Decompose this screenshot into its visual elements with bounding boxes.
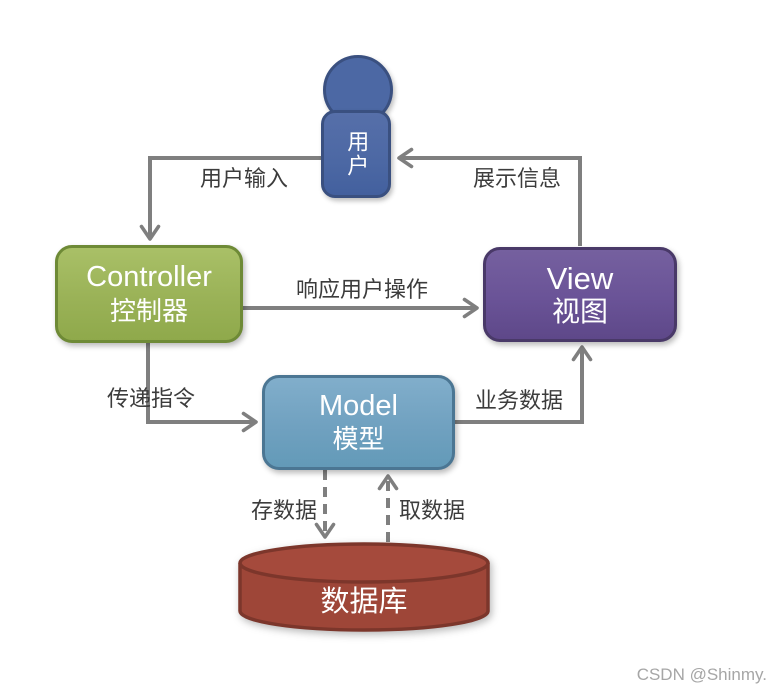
edge-label-store-data: 存数据: [250, 498, 318, 523]
edge-label-respond-user-ops: 响应用户操作: [295, 277, 429, 302]
user-node-label: 用户: [344, 130, 370, 178]
model-subtitle: 模型: [332, 424, 385, 455]
controller-node: Controller 控制器: [55, 245, 243, 343]
database-node: [238, 542, 490, 632]
controller-title: Controller: [86, 261, 212, 294]
edge-display-info-line: [397, 147, 582, 246]
edge-business-line: [452, 345, 593, 424]
model-title: Model: [319, 389, 398, 422]
user-icon: 用户: [310, 52, 405, 202]
edge-pass-line: [146, 341, 258, 433]
database-label: 数据库: [320, 586, 408, 618]
edge-label-display-info: 展示信息: [472, 166, 562, 191]
edge-label-fetch-data: 取数据: [398, 498, 466, 523]
view-title: View: [546, 260, 614, 296]
edge-label-pass-instructions: 传递指令: [106, 386, 196, 411]
edge-label-business-data: 业务数据: [474, 388, 564, 413]
edge-label-user-input: 用户输入: [199, 166, 289, 191]
edge-user-input-line: [139, 156, 322, 241]
view-node: View 视图: [483, 247, 677, 342]
user-body-icon: 用户: [321, 110, 391, 198]
view-subtitle: 视图: [551, 296, 608, 328]
controller-subtitle: 控制器: [109, 295, 188, 326]
watermark: CSDN @Shinmy.: [636, 665, 767, 684]
model-node: Model 模型: [262, 375, 455, 470]
